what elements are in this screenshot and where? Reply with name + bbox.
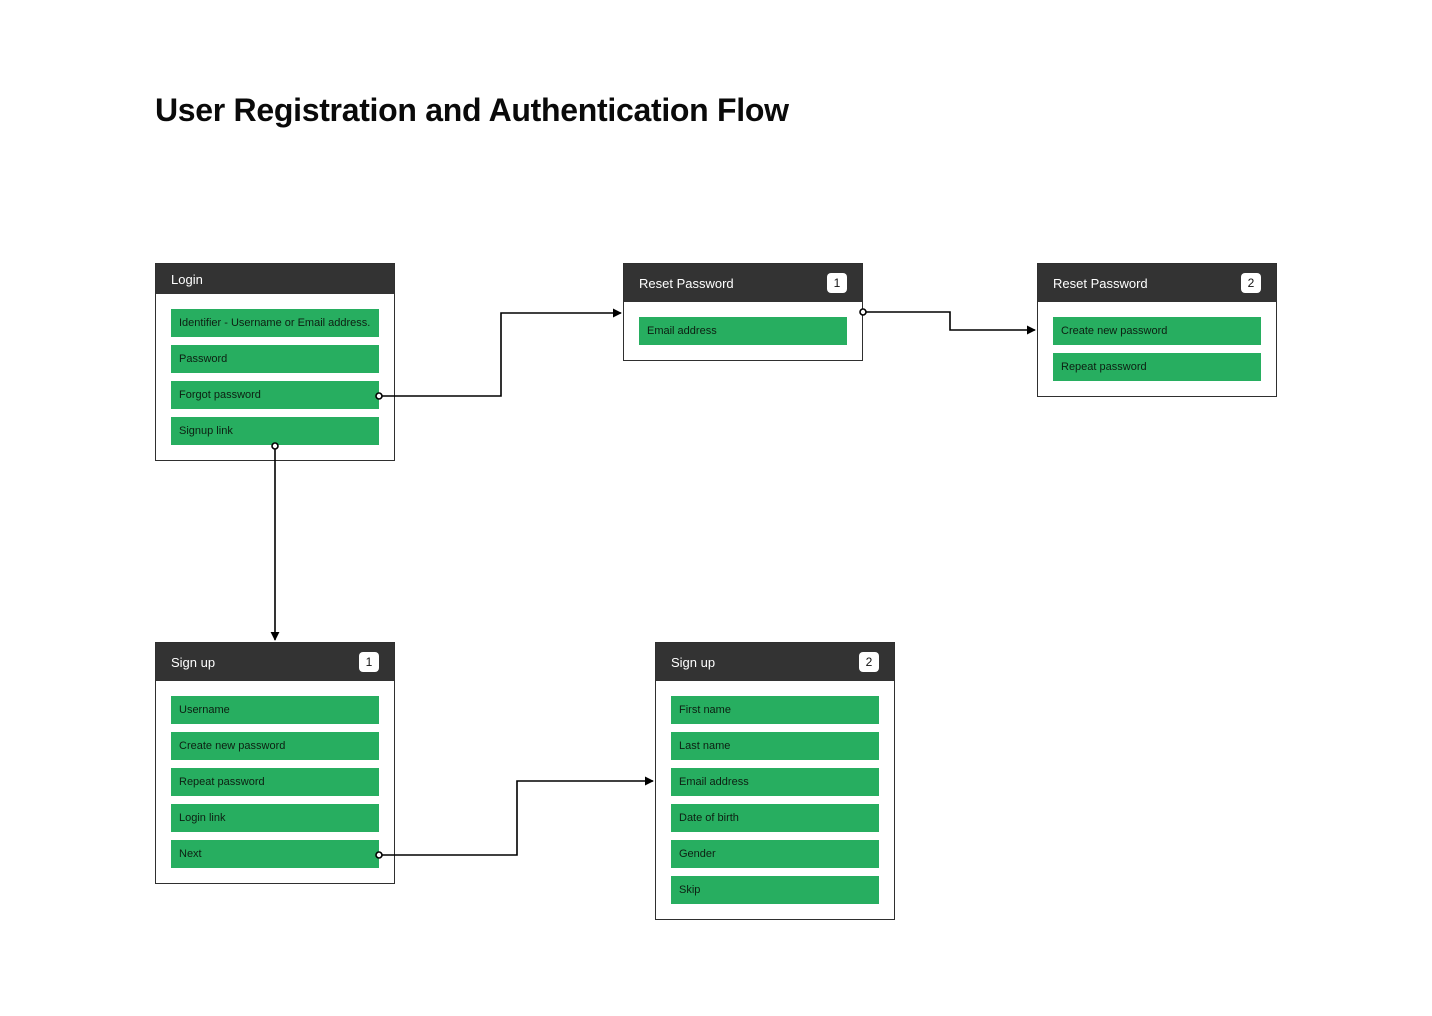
step-badge: 1 — [827, 273, 847, 293]
connector-start-dot — [859, 308, 867, 316]
connector-start-dot — [375, 851, 383, 859]
connector-forgot-to-reset — [379, 308, 622, 397]
username-field[interactable]: Username — [171, 696, 379, 724]
login-link[interactable]: Login link — [171, 804, 379, 832]
signup-2-header: Sign up 2 — [656, 643, 894, 681]
password-field[interactable]: Password — [171, 345, 379, 373]
connector-next-to-signup2 — [379, 776, 654, 856]
signup-2-body: First name Last name Email address Date … — [656, 681, 894, 919]
login-card-header: Login — [156, 264, 394, 294]
date-of-birth-field[interactable]: Date of birth — [671, 804, 879, 832]
email-address-field[interactable]: Email address — [671, 768, 879, 796]
reset-password-2-title: Reset Password — [1053, 275, 1148, 291]
create-new-password-field[interactable]: Create new password — [171, 732, 379, 760]
signup-1-card: Sign up 1 Username Create new password R… — [155, 642, 395, 884]
create-new-password-field[interactable]: Create new password — [1053, 317, 1261, 345]
signup-1-body: Username Create new password Repeat pass… — [156, 681, 394, 883]
gender-field[interactable]: Gender — [671, 840, 879, 868]
email-address-field[interactable]: Email address — [639, 317, 847, 345]
skip-button[interactable]: Skip — [671, 876, 879, 904]
reset-password-1-body: Email address — [624, 302, 862, 360]
signup-link[interactable]: Signup link — [171, 417, 379, 445]
identifier-field[interactable]: Identifier - Username or Email address. — [171, 309, 379, 337]
login-card-title: Login — [171, 271, 203, 287]
forgot-password-link[interactable]: Forgot password — [171, 381, 379, 409]
reset-password-1-title: Reset Password — [639, 275, 734, 291]
step-badge: 2 — [859, 652, 879, 672]
signup-2-title: Sign up — [671, 654, 716, 670]
reset-password-1-header: Reset Password 1 — [624, 264, 862, 302]
connector-start-dot — [375, 392, 383, 400]
reset-password-2-header: Reset Password 2 — [1038, 264, 1276, 302]
reset-password-1-card: Reset Password 1 Email address — [623, 263, 863, 361]
reset-password-2-body: Create new password Repeat password — [1038, 302, 1276, 396]
connector-reset1-to-reset2 — [863, 311, 1036, 335]
first-name-field[interactable]: First name — [671, 696, 879, 724]
signup-1-header: Sign up 1 — [156, 643, 394, 681]
next-button[interactable]: Next — [171, 840, 379, 868]
signup-1-title: Sign up — [171, 654, 216, 670]
login-card: Login Identifier - Username or Email add… — [155, 263, 395, 461]
login-card-body: Identifier - Username or Email address. … — [156, 294, 394, 460]
signup-2-card: Sign up 2 First name Last name Email add… — [655, 642, 895, 920]
repeat-password-field[interactable]: Repeat password — [1053, 353, 1261, 381]
repeat-password-field[interactable]: Repeat password — [171, 768, 379, 796]
step-badge: 2 — [1241, 273, 1261, 293]
step-badge: 1 — [359, 652, 379, 672]
reset-password-2-card: Reset Password 2 Create new password Rep… — [1037, 263, 1277, 397]
page-title: User Registration and Authentication Flo… — [155, 92, 789, 128]
last-name-field[interactable]: Last name — [671, 732, 879, 760]
connector-start-dot — [271, 442, 279, 450]
